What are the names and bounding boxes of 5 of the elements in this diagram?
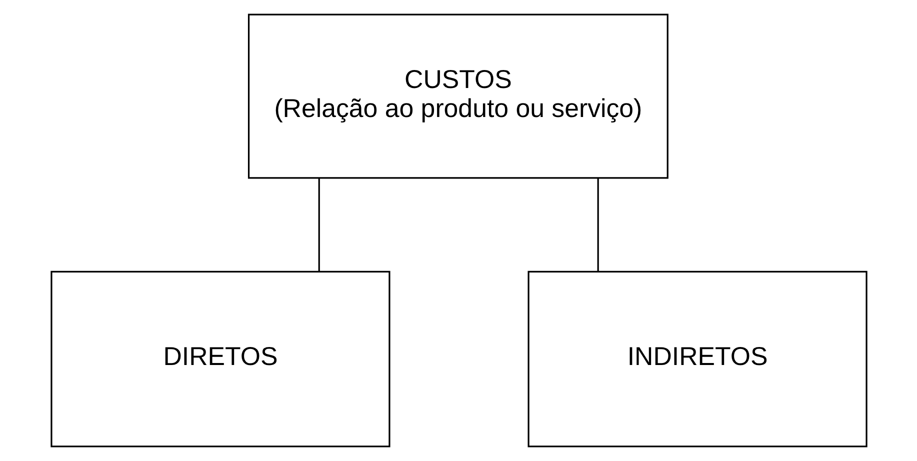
connector [596,178,598,272]
node-box: DIRETOS [50,270,390,448]
node-box: CUSTOS (Relação ao produto ou serviço) [247,14,668,179]
node-box: INDIRETOS [527,270,867,448]
connector [318,178,320,272]
